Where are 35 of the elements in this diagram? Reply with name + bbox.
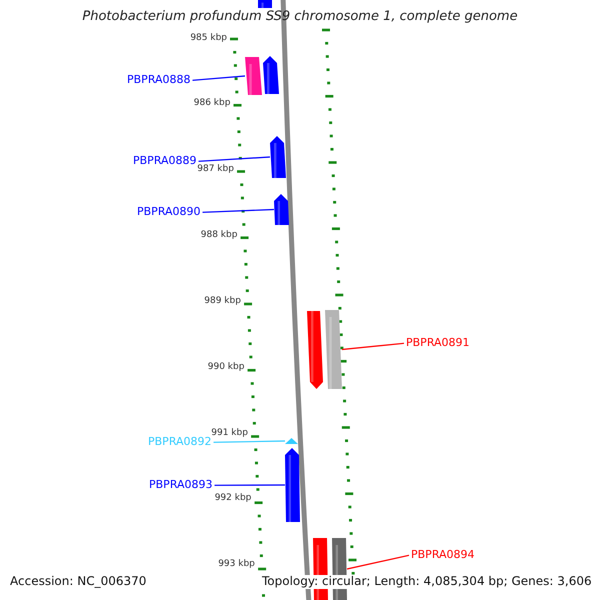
leader-line [198, 156, 270, 162]
leader-line [214, 440, 286, 443]
scale-label: 991 kbp [211, 428, 248, 438]
scale-label: 987 kbp [197, 164, 234, 174]
scale-label: 988 kbp [200, 230, 238, 240]
footer-text: Topology: circular; Length: 4,085,304 bp; Genes: 3,606 [260, 575, 594, 589]
gene-feature [285, 448, 300, 522]
gene-label: PBPRA0888 [127, 74, 191, 87]
gene-label: PBPRA0890 [137, 206, 201, 219]
leader-line [192, 75, 246, 81]
gene-label: PBPRA0893 [149, 479, 213, 492]
gene-label: PBPRA0894 [411, 549, 475, 562]
scale-label: 992 kbp [214, 493, 252, 504]
gene-label: PBPRA0889 [133, 155, 197, 168]
gene-feature [307, 311, 323, 389]
leader-line [346, 554, 410, 570]
gene-feature [325, 310, 342, 389]
leader-line [342, 342, 404, 350]
gene-label: PBPRA0892 [148, 436, 212, 449]
scale-label: 993 kbp [218, 559, 255, 570]
gene-feature [245, 57, 262, 95]
leader-line [202, 208, 274, 213]
gene-feature [258, 0, 272, 8]
scale-label: 985 kbp [190, 33, 227, 44]
gene-feature [285, 438, 298, 444]
title: Photobacterium profundum SS9 chromosome 1, complete genome [81, 10, 519, 25]
footer-text: Accession: NC_006370 [8, 575, 148, 589]
scale-label: 986 kbp [194, 98, 230, 108]
scale-label: 990 kbp [208, 362, 244, 372]
gene-feature [274, 194, 289, 225]
gene-feature [263, 56, 279, 94]
leader-line [214, 484, 285, 486]
gene-feature [270, 136, 286, 178]
gene-label: PBPRA0891 [406, 337, 470, 350]
scale-label: 989 kbp [204, 296, 241, 306]
